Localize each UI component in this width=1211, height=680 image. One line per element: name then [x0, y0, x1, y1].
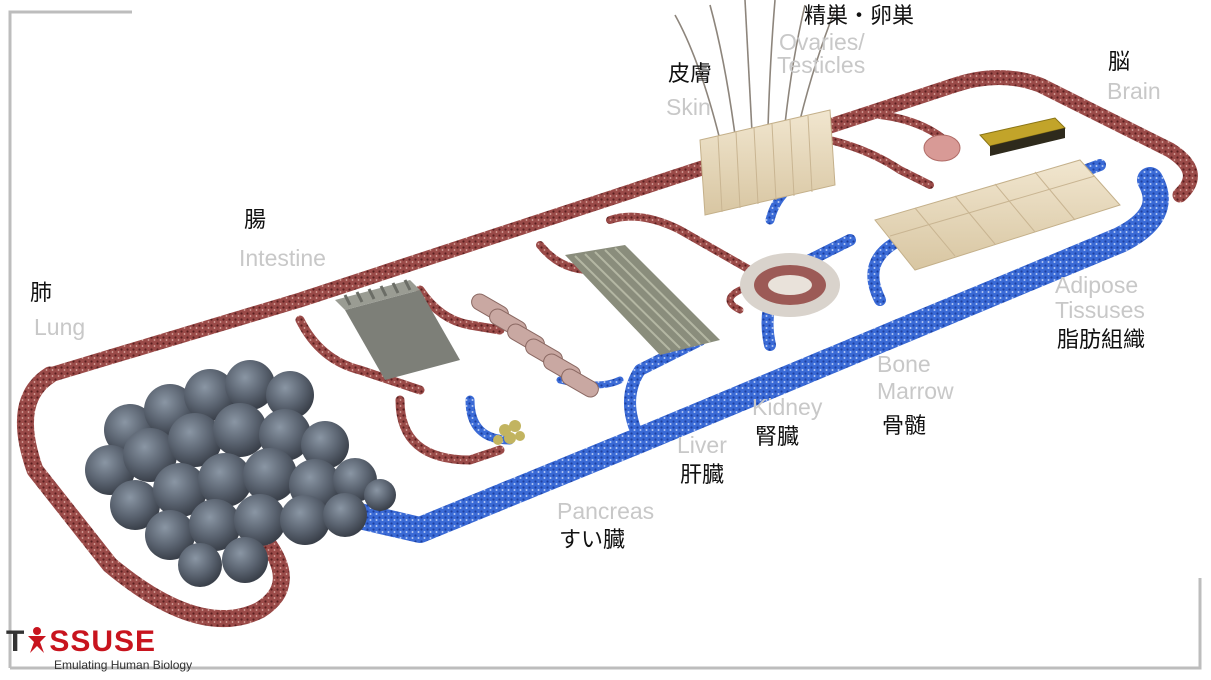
bone-marrow-tissue — [740, 253, 840, 317]
intestine-tissue — [335, 279, 460, 380]
kidney-label-ja: 腎臓 — [755, 425, 800, 450]
brain-tissue — [979, 117, 1066, 156]
kidney-label-en: Kidney — [752, 394, 823, 420]
pancreas-label-ja: すい臓 — [559, 528, 626, 553]
logo-wordmark: T SSUSE — [6, 626, 156, 657]
liver-label-en: Liver — [677, 432, 727, 458]
logo-letters-ssuse: SSUSE — [49, 625, 157, 658]
kidney-tissue — [565, 245, 720, 355]
intestine-label-ja: 腸 — [244, 208, 267, 233]
pancreas-label-en: Pancreas — [557, 498, 655, 524]
bone-marrow-label-en-line2: Marrow — [877, 378, 954, 404]
adipose-label-ja: 脂肪組織 — [1057, 328, 1146, 353]
bone-marrow-label-en-line1: Bone — [877, 351, 931, 377]
lung-tissue — [85, 360, 396, 587]
arterial-channel — [16, 70, 1198, 628]
intestine-label-en: Intestine — [239, 245, 326, 271]
gonads-label-en-line1: Ovaries/ — [779, 29, 865, 55]
skin-label-ja: 皮膚 — [668, 62, 713, 87]
frame — [8, 10, 1202, 670]
tissuse-logo: T SSUSE Emulating Human Biology — [6, 626, 206, 674]
tissuse-figure-icon — [28, 627, 47, 653]
logo-letter-t: T — [6, 625, 26, 658]
ovary-tissue — [923, 134, 961, 162]
liver-label-ja: 肝臓 — [680, 463, 725, 488]
adipose-tissue — [874, 159, 1121, 271]
gonads-label-ja: 精巣・卵巣 — [804, 4, 915, 29]
logo-tagline: Emulating Human Biology — [54, 658, 193, 672]
liver-tissue — [471, 293, 599, 398]
lung-label-en: Lung — [34, 314, 86, 340]
adipose-label-en-line1: Adipose — [1055, 272, 1139, 298]
brain-label-en: Brain — [1107, 78, 1161, 104]
gonads-label-en-line2: Testicles — [777, 52, 866, 78]
pancreas-tissue — [493, 420, 525, 445]
adipose-label-en-line2: Tissuses — [1055, 297, 1145, 323]
skin-label-en: Skin — [666, 94, 711, 120]
lung-label-ja: 肺 — [30, 281, 53, 306]
skin-tissue — [674, 0, 836, 216]
brain-label-ja: 脳 — [1108, 50, 1131, 75]
bone-marrow-label-ja: 骨髄 — [882, 414, 927, 439]
